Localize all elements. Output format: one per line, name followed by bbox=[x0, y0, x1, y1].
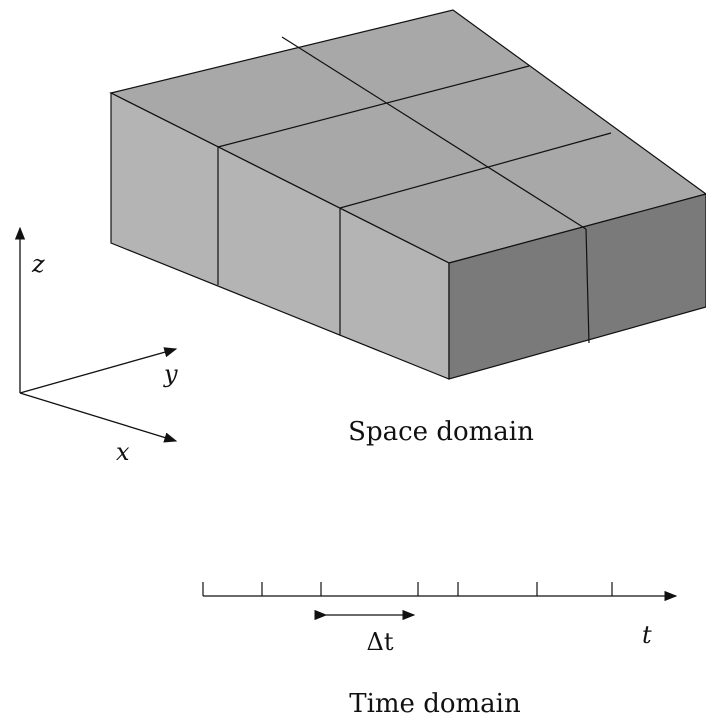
space-domain-caption: Space domain bbox=[348, 417, 534, 447]
y-axis-label: y bbox=[163, 360, 178, 388]
top-grid-line bbox=[217, 65, 530, 148]
top-grid-line bbox=[339, 132, 612, 209]
top-grid-line bbox=[281, 36, 587, 230]
z-axis-label: z bbox=[31, 250, 45, 278]
coordinate-axes: z y x bbox=[14, 226, 178, 466]
time-axis-label: t bbox=[642, 621, 652, 649]
time-axis: Δt t bbox=[202, 582, 678, 656]
front-grid-line bbox=[585, 228, 590, 344]
space-domain-block bbox=[109, 9, 706, 380]
x-axis-arrow bbox=[19, 392, 178, 443]
time-step-label: Δt bbox=[367, 628, 394, 656]
x-axis-label: x bbox=[116, 438, 130, 466]
time-domain-caption: Time domain bbox=[349, 689, 521, 719]
block-front-face bbox=[448, 193, 706, 380]
y-axis-arrow bbox=[19, 347, 178, 394]
